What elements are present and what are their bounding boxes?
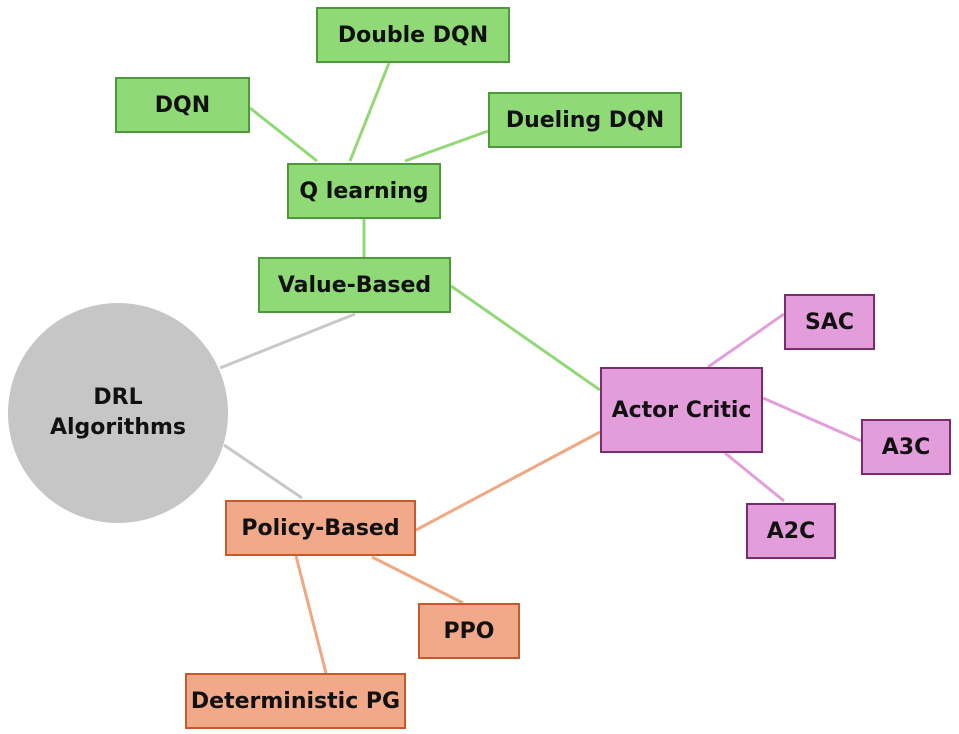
ppo-label: PPO <box>443 618 495 644</box>
value-based-label: Value-Based <box>277 272 432 298</box>
node-a2c: A2C <box>746 503 836 559</box>
deterministic-pg-label: Deterministic PG <box>190 688 401 714</box>
a3c-label: A3C <box>881 434 931 460</box>
a2c-label: A2C <box>766 518 816 544</box>
edge-actor-critic-to-sac <box>707 312 785 369</box>
node-dqn: DQN <box>115 77 250 133</box>
node-a3c: A3C <box>861 419 951 475</box>
edge-policy-based-to-ppo <box>371 555 464 605</box>
edge-actor-critic-to-a2c <box>724 451 785 503</box>
node-ppo: PPO <box>418 603 520 659</box>
actor-critic-label: Actor Critic <box>611 397 752 423</box>
root-label-line1: DRL <box>93 385 143 410</box>
edge-q-learning-to-double-dqn <box>348 62 391 162</box>
edge-q-learning-to-dqn <box>249 106 318 163</box>
node-value-based: Value-Based <box>258 257 451 313</box>
policy-based-label: Policy-Based <box>241 515 400 541</box>
node-policy-based: Policy-Based <box>225 500 416 556</box>
node-deterministic-pg: Deterministic PG <box>185 673 406 729</box>
node-drl-algorithms: DRL Algorithms <box>8 303 228 523</box>
edge-policy-based-to-deterministic-pg <box>294 555 328 674</box>
edge-actor-critic-to-a3c <box>762 396 862 443</box>
node-actor-critic: Actor Critic <box>600 367 763 453</box>
edge-root-to-value-based <box>219 312 356 370</box>
edge-q-learning-to-dueling-dqn <box>404 129 489 163</box>
node-dueling-dqn: Dueling DQN <box>488 92 682 148</box>
node-double-dqn: Double DQN <box>316 7 510 63</box>
root-label-line2: Algorithms <box>49 415 187 440</box>
sac-label: SAC <box>804 309 855 335</box>
dueling-dqn-label: Dueling DQN <box>505 107 665 133</box>
edge-policy-based-to-actor-critic <box>415 430 601 532</box>
dqn-label: DQN <box>154 92 211 118</box>
node-sac: SAC <box>784 294 875 350</box>
edge-value-based-to-actor-critic <box>450 284 601 392</box>
q-learning-label: Q learning <box>299 178 429 204</box>
double-dqn-label: Double DQN <box>337 22 489 48</box>
edge-root-to-policy-based <box>223 443 303 500</box>
node-q-learning: Q learning <box>287 163 441 219</box>
